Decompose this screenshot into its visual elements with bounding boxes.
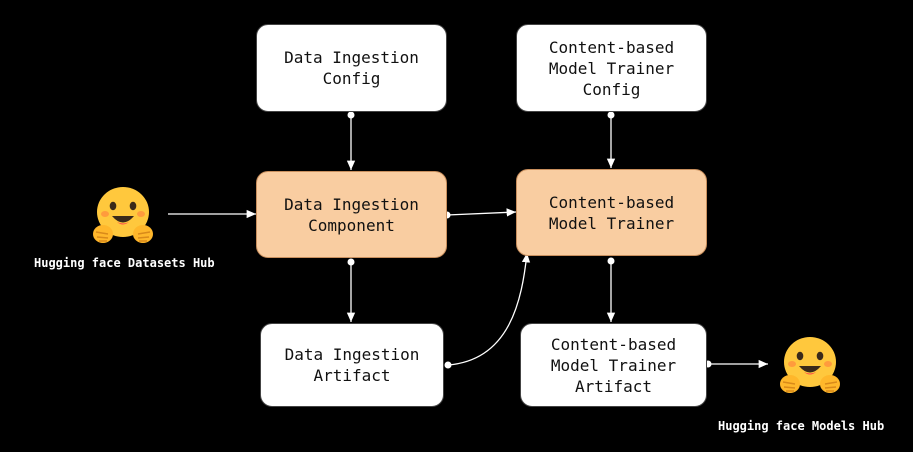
model-trainer-config-box: Content-based Model Trainer Config — [516, 24, 707, 112]
model-trainer-box: Content-based Model Trainer — [516, 169, 707, 256]
arrow-artifact-to-trainer — [447, 252, 531, 366]
model-trainer-artifact-box: Content-based Model Trainer Artifact — [520, 323, 707, 407]
data-ingestion-config-box: Data Ingestion Config — [256, 24, 447, 112]
hugging-face-icon — [780, 337, 840, 393]
data-ingestion-artifact-box: Data Ingestion Artifact — [260, 323, 444, 407]
datasets-hub-label: Hugging face Datasets Hub — [34, 256, 215, 270]
hugging-face-icon — [93, 187, 153, 243]
data-ingestion-component-box: Data Ingestion Component — [256, 171, 447, 258]
arrow-component-to-trainer — [446, 208, 517, 217]
models-hub-label: Hugging face Models Hub — [718, 419, 885, 433]
